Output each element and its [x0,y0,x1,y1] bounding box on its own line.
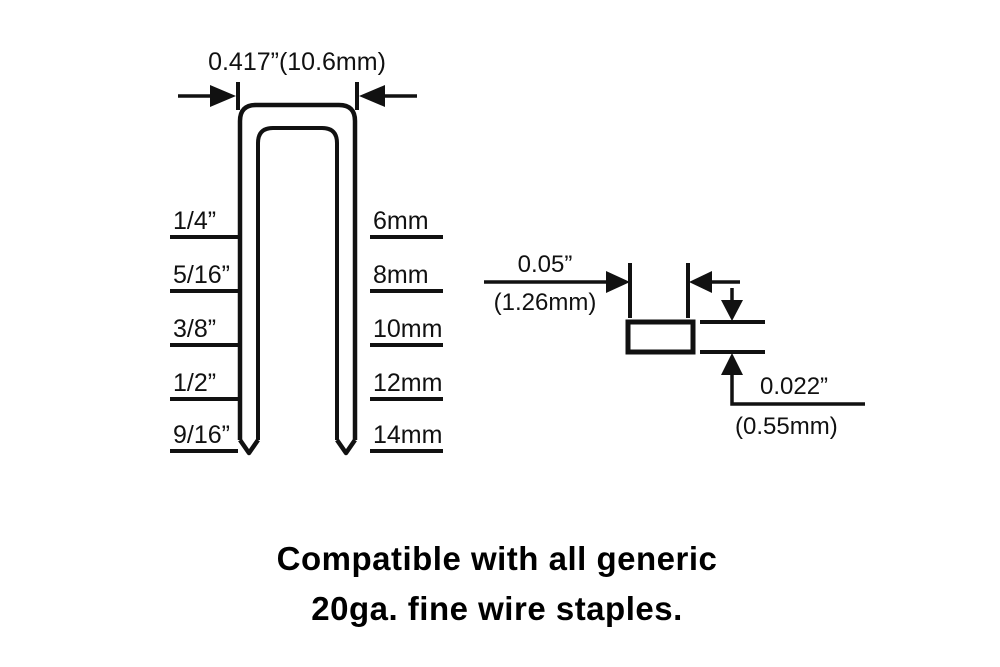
metric-length-label-0: 6mm [373,207,429,235]
wire-thickness-leader-line [730,374,865,406]
wire-width-arrowhead-icon [606,271,630,293]
wire-cross-section-rect [625,319,696,355]
wire-width-right-arrowhead-icon [689,271,712,293]
staple-inner-profile [256,126,339,440]
imperial-length-label-2: 3/8” [173,315,216,343]
metric-leg-length-group: 6mm 8mm 10mm 12mm 14mm [370,207,443,453]
crown-width-label: 0.417”(10.6mm) [208,48,386,76]
imperial-length-label-4: 9/16” [173,421,230,449]
wire-width-inch-label: 0.05” [518,251,573,278]
imperial-length-label-1: 5/16” [173,261,230,289]
metric-length-label-2: 10mm [373,315,442,343]
metric-length-label-3: 12mm [373,369,442,397]
imperial-length-label-0: 1/4” [173,207,216,235]
wire-thickness-down-arrowhead-icon [721,300,743,321]
imperial-leg-length-group: 1/4” 5/16” 3/8” 1/2” 9/16” [170,207,238,453]
staple-left-leg-point [238,438,260,456]
crown-left-arrowhead-icon [210,85,236,107]
metric-length-label-4: 14mm [373,421,442,449]
wire-thickness-metric-label: (0.55mm) [735,413,838,440]
imperial-length-label-3: 1/2” [173,369,216,397]
wire-width-metric-label: (1.26mm) [494,289,597,316]
crown-width-dimension: 0.417”(10.6mm) [178,48,417,110]
wire-thickness-up-arrowhead-icon [721,353,743,375]
staple-outer-profile [237,102,358,440]
wire-thickness-inch-label: 0.022” [760,373,828,400]
caption-line-2: 20ga. fine wire staples. [311,590,683,627]
caption-line-1: Compatible with all generic [277,540,718,577]
staple-right-leg-point [335,438,357,456]
staple-outline [237,102,358,456]
crown-right-arrowhead-icon [359,85,385,107]
metric-length-label-1: 8mm [373,261,429,289]
caption-group: Compatible with all generic 20ga. fine w… [277,540,718,627]
wire-cross-section-group: 0.05” (1.26mm) 0.022” (0.55mm) [484,251,865,440]
